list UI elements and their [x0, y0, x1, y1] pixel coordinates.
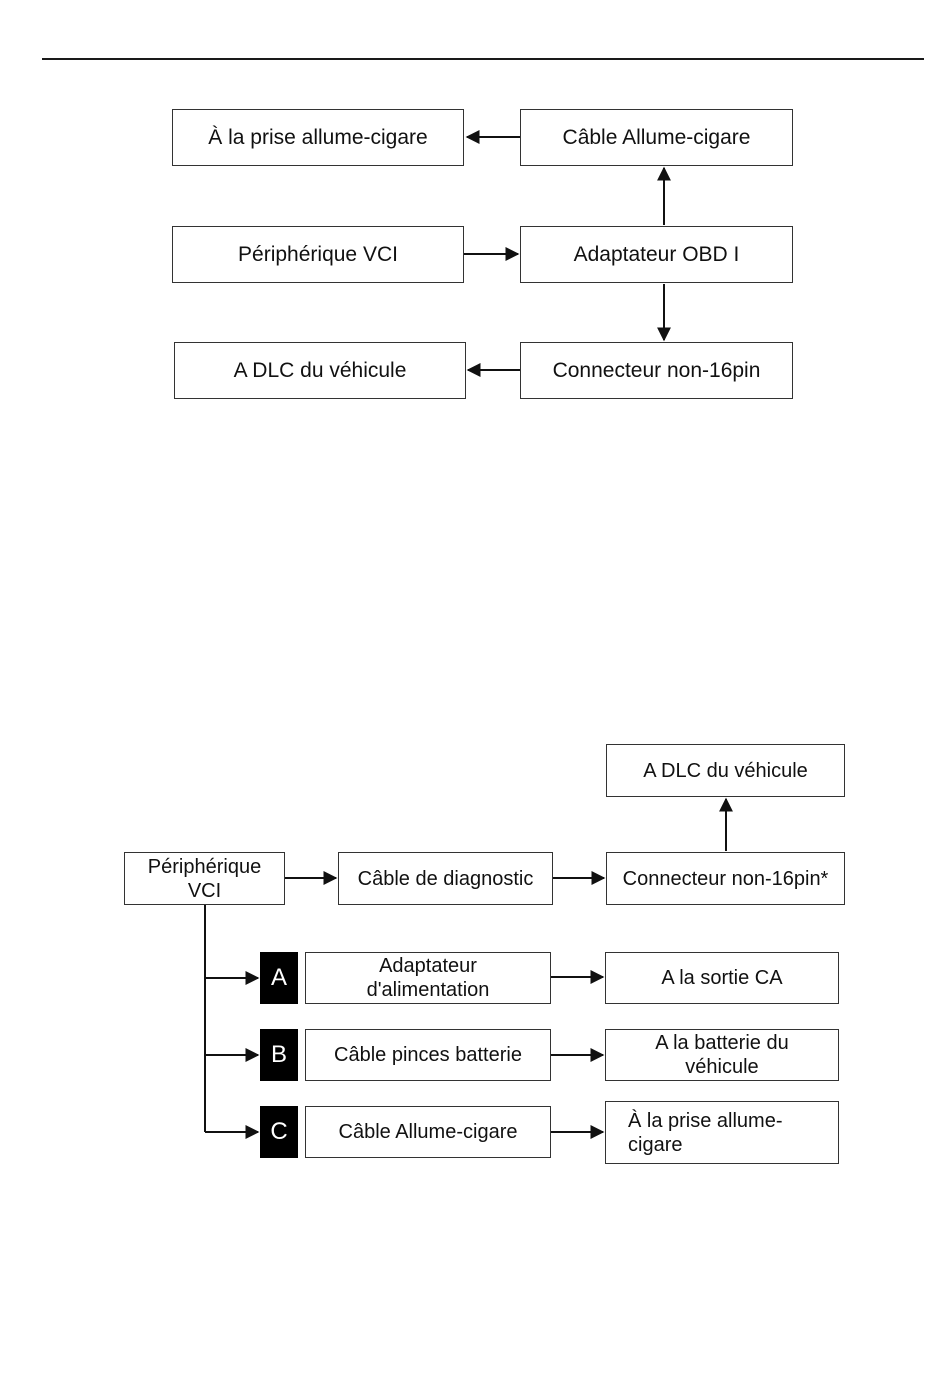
box-non16pin-connector-2: Connecteur non-16pin*: [606, 852, 845, 905]
box-non16pin-connector: Connecteur non-16pin: [520, 342, 793, 399]
box-vehicle-dlc: A DLC du véhicule: [174, 342, 466, 399]
box-cigarette-cable-2: Câble Allume-cigare: [305, 1106, 551, 1158]
box-cigarette-socket: À la prise allume-cigare: [172, 109, 464, 166]
box-power-adapter: Adaptateur d'alimentation: [305, 952, 551, 1004]
option-letter-c: C: [260, 1106, 298, 1158]
box-obd1-adapter: Adaptateur OBD I: [520, 226, 793, 283]
option-letter-b: B: [260, 1029, 298, 1081]
box-ac-outlet: A la sortie CA: [605, 952, 839, 1004]
box-vehicle-battery: A la batterie du véhicule: [605, 1029, 839, 1081]
header-rule: [42, 58, 924, 60]
box-cigarette-cable: Câble Allume-cigare: [520, 109, 793, 166]
box-battery-clamp-cable: Câble pinces batterie: [305, 1029, 551, 1081]
box-vci-device: Périphérique VCI: [172, 226, 464, 283]
box-cigarette-socket-2: À la prise allume-cigare: [605, 1101, 839, 1164]
box-vehicle-dlc-2: A DLC du véhicule: [606, 744, 845, 797]
box-vci-device-2: Périphérique VCI: [124, 852, 285, 905]
option-letter-a: A: [260, 952, 298, 1004]
box-diagnostic-cable: Câble de diagnostic: [338, 852, 553, 905]
